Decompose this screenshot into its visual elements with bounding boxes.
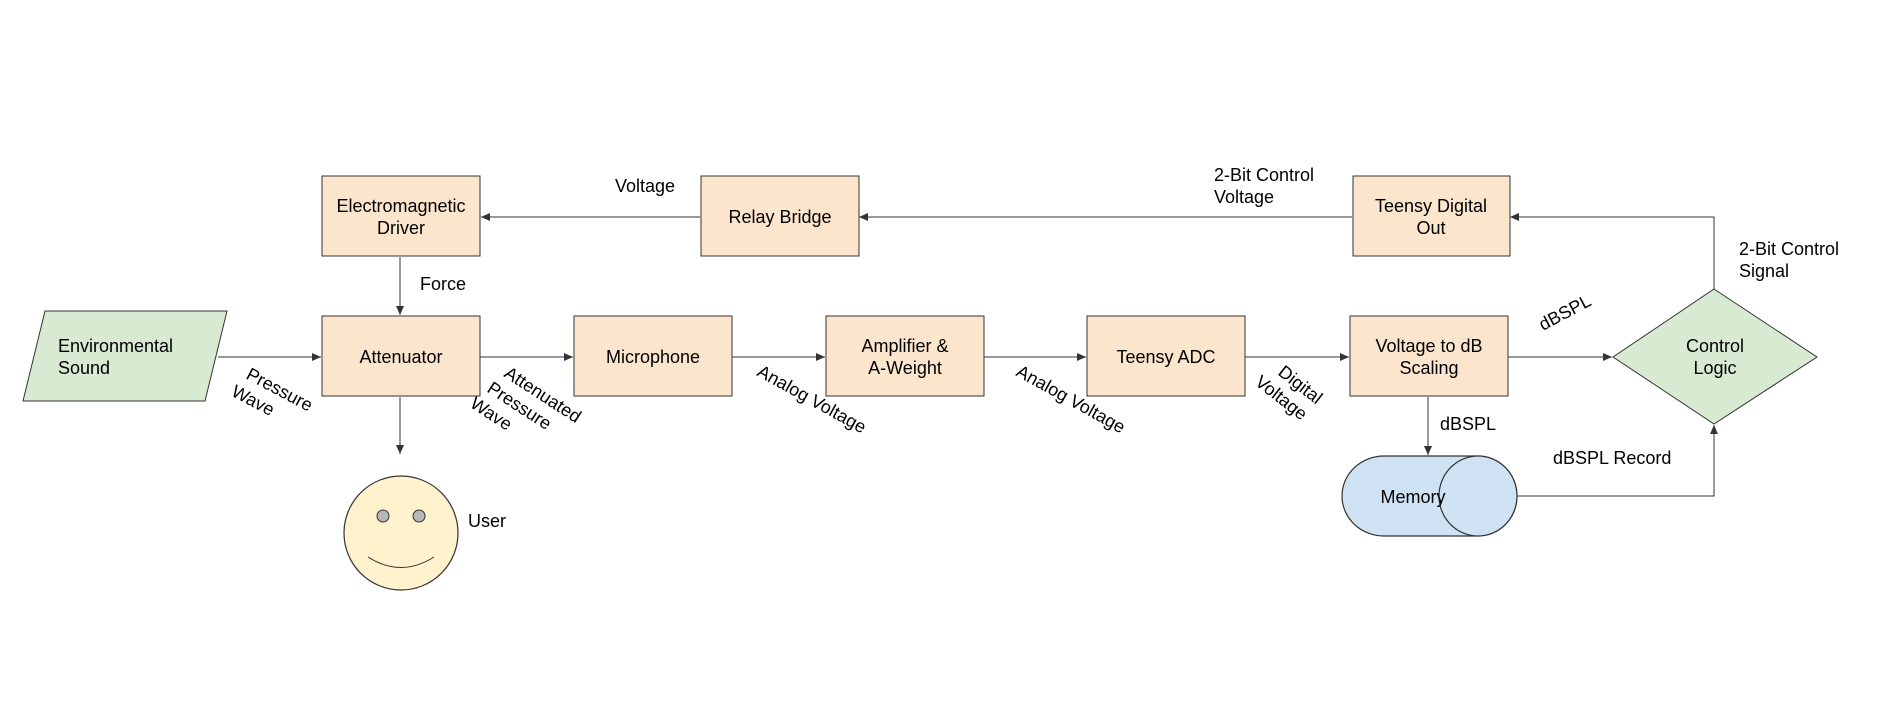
- user-smile: [367, 556, 435, 568]
- svg-text:2-Bit Control: 2-Bit Control: [1739, 239, 1839, 259]
- relay-bridge-node: Relay Bridge: [700, 175, 860, 257]
- control-logic-node: Control Logic: [1612, 288, 1818, 425]
- teensy-adc-label: Teensy ADC: [1116, 347, 1215, 367]
- svg-text:Driver: Driver: [377, 218, 425, 238]
- microphone-label: Microphone: [606, 347, 700, 367]
- edge-label-control-signal: 2-Bit Control Signal: [1739, 239, 1839, 281]
- teensy-digital-out-label: Teensy Digital: [1375, 196, 1487, 216]
- edge-label-digital-voltage: Digital Voltage: [1252, 361, 1327, 424]
- memory-label: Memory: [1380, 487, 1445, 507]
- edge-label-pressure-wave: Pressure Wave: [228, 364, 316, 420]
- edge-label-dbspl-record: dBSPL Record: [1553, 448, 1671, 468]
- svg-text:2-Bit Control: 2-Bit Control: [1214, 165, 1314, 185]
- environmental-sound-label: Environmental: [58, 336, 173, 356]
- user-label: User: [468, 511, 506, 531]
- edge-label-attenuated-pressure-wave: Attenuated Pressure Wave: [467, 363, 585, 435]
- user-node: User: [343, 475, 506, 591]
- voltage-to-db-node: Voltage to dB Scaling: [1349, 315, 1509, 397]
- user-right-eye: [412, 509, 426, 523]
- user-left-eye: [376, 509, 390, 523]
- teensy-adc-node: Teensy ADC: [1086, 315, 1246, 397]
- svg-text:Sound: Sound: [58, 358, 110, 378]
- edge-label-dbspl-to-memory: dBSPL: [1440, 414, 1496, 434]
- svg-text:A-Weight: A-Weight: [868, 358, 942, 378]
- control-logic-label: Control: [1686, 336, 1744, 356]
- edges: [218, 213, 1718, 497]
- electromagnetic-driver-label: Electromagnetic: [336, 196, 465, 216]
- svg-text:Scaling: Scaling: [1399, 358, 1458, 378]
- edge-control-to-digital-out: [1510, 213, 1715, 290]
- microphone-node: Microphone: [573, 315, 733, 397]
- memory-node: Memory: [1341, 455, 1518, 537]
- environmental-sound-node: Environmental Sound: [22, 310, 228, 402]
- edge-label-force: Force: [420, 274, 466, 294]
- attenuator-label: Attenuator: [359, 347, 442, 367]
- electromagnetic-driver-node: Electromagnetic Driver: [321, 175, 481, 257]
- user-face-icon: [343, 475, 459, 591]
- svg-text:Logic: Logic: [1693, 358, 1736, 378]
- relay-bridge-label: Relay Bridge: [728, 207, 831, 227]
- svg-text:Out: Out: [1416, 218, 1445, 238]
- attenuator-node: Attenuator: [321, 315, 481, 397]
- svg-text:Voltage: Voltage: [1214, 187, 1274, 207]
- edge-label-dbspl-to-control: dBSPL: [1535, 291, 1594, 335]
- edge-memory-to-control: [1517, 425, 1718, 497]
- edge-label-voltage: Voltage: [615, 176, 675, 196]
- teensy-digital-out-node: Teensy Digital Out: [1352, 175, 1511, 257]
- voltage-to-db-label: Voltage to dB: [1375, 336, 1482, 356]
- amplifier-label: Amplifier &: [861, 336, 948, 356]
- svg-text:Signal: Signal: [1739, 261, 1789, 281]
- edge-label-control-voltage: 2-Bit Control Voltage: [1214, 165, 1314, 207]
- amplifier-node: Amplifier & A-Weight: [825, 315, 985, 397]
